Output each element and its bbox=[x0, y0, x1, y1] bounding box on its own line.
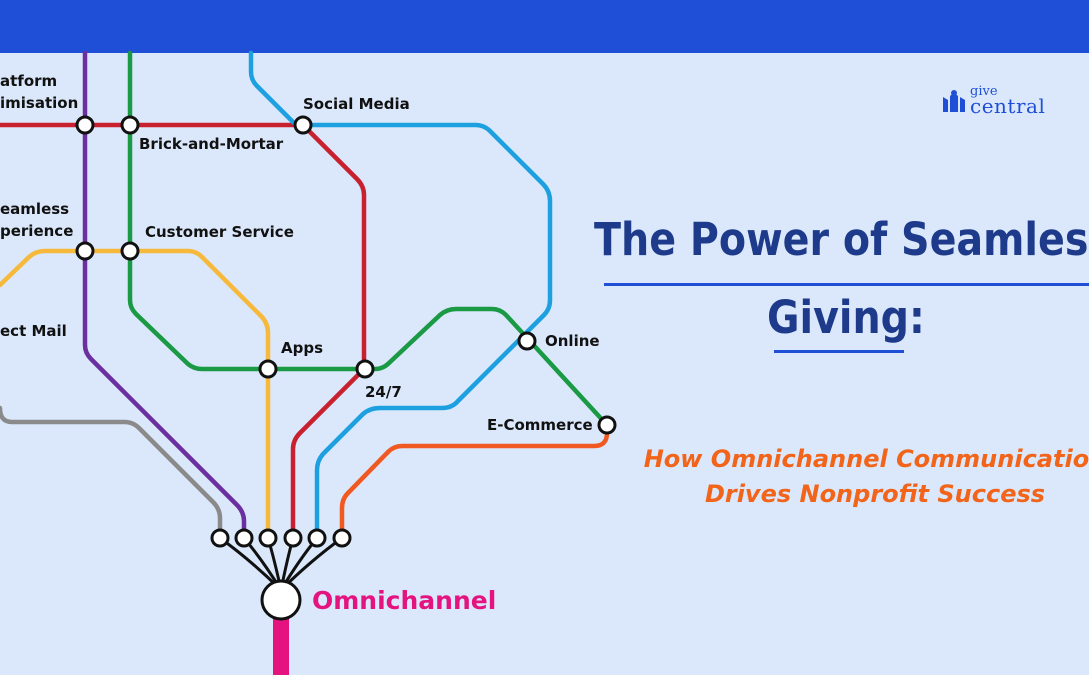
station-marker bbox=[258, 359, 278, 379]
terminal-marker bbox=[210, 528, 230, 548]
omnichannel-trunk bbox=[273, 616, 289, 675]
line-purple bbox=[82, 50, 247, 541]
station-label-social-media: Social Media bbox=[303, 95, 410, 113]
hand-heart-icon bbox=[943, 90, 965, 112]
line-gray bbox=[0, 405, 223, 541]
headline-underline-2 bbox=[774, 350, 904, 353]
top-banner bbox=[0, 0, 1089, 53]
terminal-marker bbox=[258, 528, 278, 548]
station-label-online: Online bbox=[545, 332, 600, 350]
station-label-ecommerce: E-Commerce bbox=[487, 416, 593, 434]
omnichannel-hub bbox=[260, 579, 302, 621]
station-marker bbox=[597, 415, 617, 435]
station-label-24-7: 24/7 bbox=[365, 383, 402, 401]
subheadline-line-1: How Omnichannel Communication bbox=[643, 445, 1089, 473]
station-label-platform-2: imisation bbox=[0, 94, 79, 112]
station-label-direct-mail: ect Mail bbox=[0, 322, 67, 340]
station-label-customer-service: Customer Service bbox=[145, 223, 294, 241]
terminal-marker bbox=[332, 528, 352, 548]
line-blue bbox=[248, 50, 553, 541]
givecentral-logo: give central bbox=[940, 84, 1058, 118]
station-label-seamless-1: eamless bbox=[0, 200, 70, 218]
station-label-seamless-2: perience bbox=[0, 222, 74, 240]
station-marker bbox=[120, 115, 140, 135]
headline-line-2: Giving: bbox=[767, 291, 925, 344]
logo-text-central: central bbox=[970, 94, 1046, 118]
line-green bbox=[127, 50, 610, 428]
terminal-marker bbox=[307, 528, 327, 548]
station-label-platform-1: atform bbox=[0, 72, 58, 90]
line-yellow bbox=[0, 248, 271, 541]
station-marker bbox=[75, 115, 95, 135]
omnichannel-label: Omnichannel bbox=[312, 586, 497, 615]
station-marker bbox=[120, 241, 140, 261]
station-marker bbox=[517, 331, 537, 351]
station-label-apps: Apps bbox=[281, 339, 324, 357]
line-red bbox=[0, 122, 367, 541]
headline-underline-1 bbox=[604, 283, 1089, 286]
station-marker bbox=[75, 241, 95, 261]
station-marker bbox=[355, 359, 375, 379]
terminal-marker bbox=[283, 528, 303, 548]
subheadline-line-2: Drives Nonprofit Success bbox=[704, 480, 1046, 508]
station-marker bbox=[293, 115, 313, 135]
headline-line-1: The Power of Seamless bbox=[594, 213, 1089, 266]
line-orange bbox=[339, 422, 610, 541]
logo-text-give: give bbox=[970, 84, 998, 99]
terminal-marker bbox=[234, 528, 254, 548]
station-label-brick-and-mortar: Brick-and-Mortar bbox=[139, 135, 284, 153]
